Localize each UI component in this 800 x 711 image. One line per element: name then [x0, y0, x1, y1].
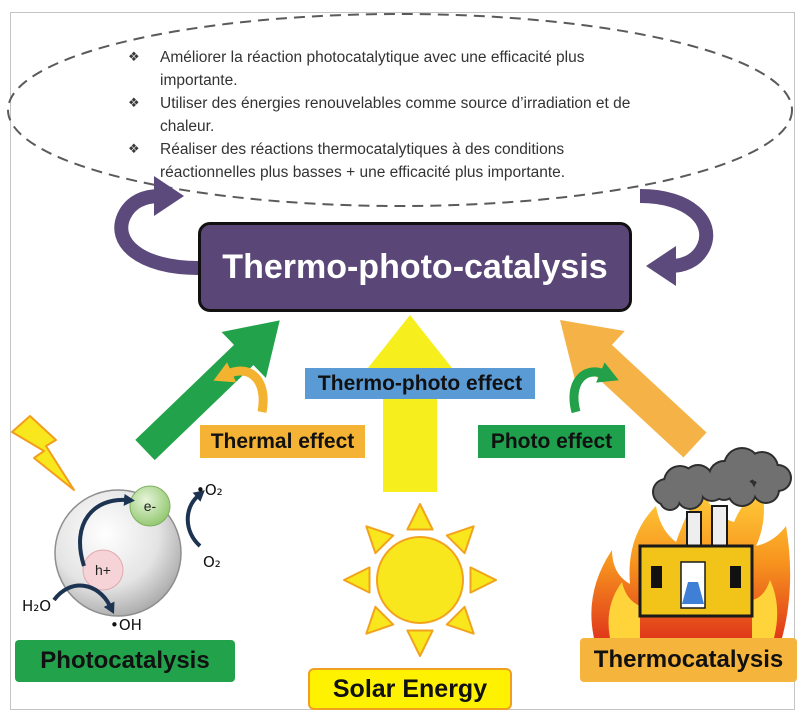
- right-cycle-arrow: [639, 189, 714, 286]
- oxygen-label: O₂: [203, 553, 221, 571]
- electron-label: e-: [144, 498, 157, 514]
- photocatalyst-particle: e- h+: [52, 485, 205, 617]
- sun-rays: [343, 503, 497, 657]
- thermocatalysis-input-arrow: [559, 319, 707, 458]
- chimney-left: [686, 511, 702, 549]
- chimney-right: [711, 505, 728, 549]
- sun-ray: [343, 566, 371, 594]
- sun-ray: [469, 566, 497, 594]
- solar-energy-label: Solar Energy: [332, 674, 488, 703]
- thermocatalysis-box: Thermocatalysis: [580, 638, 797, 682]
- center-title: Thermo-photo-catalysis: [222, 247, 608, 286]
- objective-text-line: réactionnelles plus basses + une efficac…: [160, 164, 566, 181]
- water-oxidation-arrow: [52, 583, 115, 615]
- objective-text: Utiliser des énergies renouvelables comm…: [160, 92, 630, 138]
- water-label: H₂O: [22, 597, 52, 615]
- lightning-bolt-icon: [11, 415, 75, 491]
- superoxide-radical-label: •O₂: [196, 481, 223, 499]
- inner-flame-right: [752, 580, 778, 638]
- objective-text: Réaliser des réactions thermocatalytique…: [160, 138, 565, 184]
- oxygen-reduction-arrow: [185, 490, 205, 548]
- thermal-effect-text: Thermal effect: [210, 429, 355, 453]
- objective-item: ❖ Réaliser des réactions thermocatalytiq…: [128, 138, 630, 184]
- objective-text-line: Améliorer la réaction photocatalytique a…: [160, 49, 585, 66]
- diamond-bullet-icon: ❖: [128, 96, 140, 111]
- diamond-bullet-icon: ❖: [128, 50, 140, 65]
- photo-effect-text: Photo effect: [490, 429, 613, 453]
- factory-window-right: [730, 566, 741, 588]
- solar-energy-box: Solar Energy: [308, 668, 512, 710]
- sun-ray: [406, 503, 434, 531]
- thermo-photo-effect-label: Thermo-photo effect: [305, 368, 535, 399]
- objective-text-line: Réaliser des réactions thermocatalytique…: [160, 141, 565, 158]
- objective-text-line: Utiliser des énergies renouvelables comm…: [160, 95, 631, 112]
- photo-effect-curved-arrow: [569, 362, 619, 414]
- thermo-photo-effect-text: Thermo-photo effect: [317, 371, 523, 395]
- photocatalysis-box: Photocatalysis: [15, 640, 235, 682]
- objectives-list: ❖ Améliorer la réaction photocatalytique…: [128, 46, 630, 184]
- electron-excitation-arrow: [78, 493, 135, 567]
- left-cycle-arrow: [114, 176, 199, 275]
- photo-effect-label: Photo effect: [478, 425, 625, 458]
- thermal-effect-curved-arrow: [213, 362, 268, 413]
- sun-ray: [445, 605, 475, 635]
- thermocatalysis-label: Thermocatalysis: [593, 646, 784, 673]
- thermal-effect-label: Thermal effect: [200, 425, 365, 458]
- solar-energy-input-arrow: [364, 315, 456, 492]
- hydroxyl-radical-label: •OH: [110, 616, 142, 634]
- factory-icon: [638, 505, 754, 618]
- objective-item: ❖ Utiliser des énergies renouvelables co…: [128, 92, 630, 138]
- diamond-bullet-icon: ❖: [128, 142, 140, 157]
- sun-ray: [365, 525, 395, 555]
- sun-ray: [406, 629, 434, 657]
- factory-window-left: [651, 566, 662, 588]
- objective-text-line: chaleur.: [160, 118, 215, 135]
- smoke-icon: [652, 447, 792, 511]
- sun-icon: [343, 503, 497, 657]
- objective-item: ❖ Améliorer la réaction photocatalytique…: [128, 46, 630, 92]
- photocatalysis-input-arrow: [135, 320, 280, 461]
- objective-text: Améliorer la réaction photocatalytique a…: [160, 46, 585, 92]
- inner-flame-left: [608, 582, 640, 638]
- sun-ray: [445, 525, 475, 555]
- sun-disc: [376, 536, 464, 624]
- objective-text-line: importante.: [160, 72, 238, 89]
- flask-liquid: [682, 582, 704, 604]
- sun-ray: [365, 605, 395, 635]
- thermo-photo-catalysis-title-box: Thermo-photo-catalysis: [198, 222, 632, 312]
- photocatalysis-label: Photocatalysis: [40, 647, 210, 674]
- hole-label: h+: [95, 562, 111, 578]
- hole-circle: [82, 549, 124, 591]
- objectives-dashed-ellipse: [7, 13, 793, 207]
- electron-circle: [129, 485, 171, 527]
